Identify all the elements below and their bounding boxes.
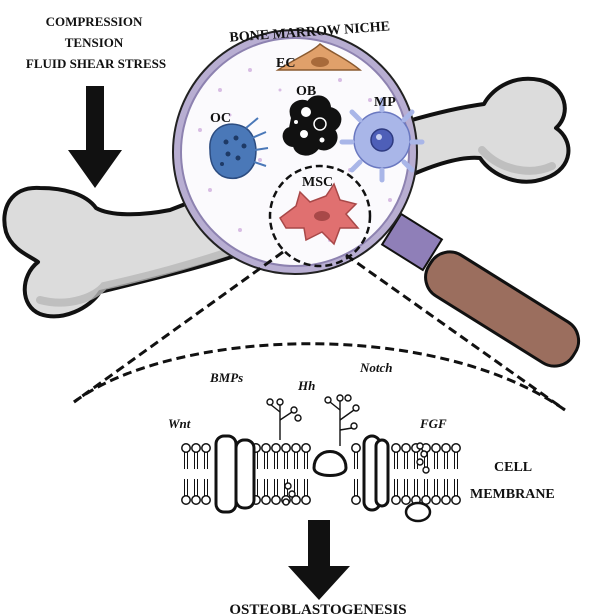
- membrane-label-line1: CELL: [494, 460, 532, 475]
- lipid-head: [391, 495, 401, 505]
- lipid-head: [401, 495, 411, 505]
- signal-notch: Notch: [359, 360, 393, 375]
- magnifier-handle: [380, 212, 581, 368]
- lipid-head: [261, 443, 271, 453]
- stimulus-fluid-shear: FLUID SHEAR STRESS: [26, 56, 166, 71]
- lipid-head: [351, 443, 361, 453]
- msc-cell: [279, 182, 360, 246]
- ec-label: EC: [276, 56, 295, 71]
- lipid-head: [391, 443, 401, 453]
- lipid-head: [451, 495, 461, 505]
- lipid-head: [181, 443, 191, 453]
- ec-cell: [275, 42, 363, 71]
- lipid-head: [191, 443, 201, 453]
- msc-label: MSC: [302, 175, 333, 190]
- lipid-head: [301, 495, 311, 505]
- stimulus-compression: COMPRESSION: [46, 14, 143, 29]
- ob-label: OB: [296, 84, 316, 99]
- signal-bmps: BMPs: [209, 370, 243, 385]
- membrane-label-line2: MEMBRANE: [470, 487, 555, 502]
- lipid-head: [401, 443, 411, 453]
- lipid-head: [441, 443, 451, 453]
- lipid-head: [271, 443, 281, 453]
- signal-wnt: Wnt: [168, 416, 191, 431]
- lipid-head: [291, 495, 301, 505]
- mp-cell: [339, 97, 425, 183]
- lipid-head: [271, 495, 281, 505]
- outcome-label: OSTEOBLASTOGENESIS: [229, 602, 406, 616]
- outcome-arrow-icon: [288, 520, 350, 600]
- lipid-head: [301, 443, 311, 453]
- lipid-head: [431, 443, 441, 453]
- lipid-head: [191, 495, 201, 505]
- lipid-head: [201, 495, 211, 505]
- ligand-glycans: [266, 394, 430, 506]
- lipid-head: [451, 443, 461, 453]
- oc-cell: [209, 117, 269, 180]
- stimulus-tension: TENSION: [65, 35, 124, 50]
- lipid-head: [441, 495, 451, 505]
- down-arrow-icon: [68, 86, 122, 188]
- lipid-head: [291, 443, 301, 453]
- lipid-head: [281, 443, 291, 453]
- lipid-head: [201, 443, 211, 453]
- lipid-head: [351, 495, 361, 505]
- signal-fgf: FGF: [419, 416, 447, 431]
- oc-label: OC: [210, 111, 231, 126]
- ob-cell: [282, 95, 342, 156]
- lipid-head: [431, 495, 441, 505]
- lipid-head: [181, 495, 191, 505]
- zoom-lines: [73, 250, 566, 412]
- membrane-proteins: [214, 434, 432, 523]
- mp-label: MP: [374, 95, 396, 110]
- msc-highlight-circle: [268, 164, 372, 268]
- lipid-head: [261, 495, 271, 505]
- signal-hh: Hh: [297, 378, 315, 393]
